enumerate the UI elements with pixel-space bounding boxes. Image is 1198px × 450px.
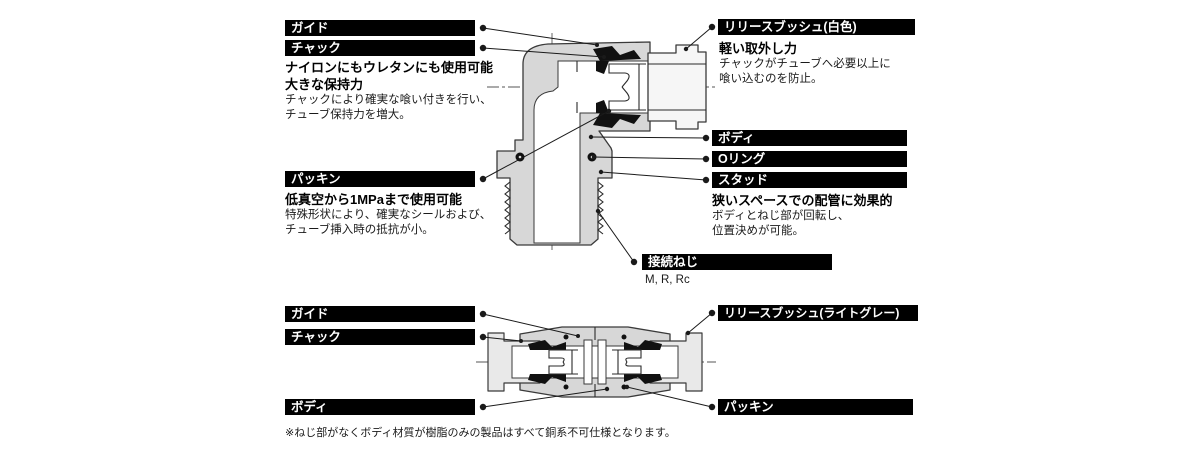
packing-seal-top bbox=[596, 61, 609, 74]
leader-oring bbox=[593, 156, 707, 160]
union-chuck-bottom-right bbox=[624, 374, 662, 384]
stud-note: 狭いスペースでの配管に効果的 ボディとねじ部が回転し、 位置決めが可能。 bbox=[712, 192, 892, 238]
leader-guide-top bbox=[482, 27, 598, 46]
leader-guide-bottom bbox=[482, 313, 579, 337]
leader-body-bottom bbox=[482, 388, 608, 408]
label-packing-top: パッキン bbox=[285, 171, 475, 187]
chuck-note-bold-2: 大きな保持力 bbox=[285, 77, 364, 92]
stud-note-line-1: ボディとねじ部が回転し、 bbox=[712, 210, 850, 222]
release-bush-note-line-1: チャックがチューブへ必要以上に bbox=[719, 58, 891, 70]
union-chuck-top-left bbox=[528, 340, 566, 350]
label-oring: Oリング bbox=[712, 151, 907, 167]
label-chuck-top: チャック bbox=[285, 40, 475, 56]
label-packing-bottom: パッキン bbox=[718, 399, 913, 415]
elbow-bore bbox=[533, 60, 651, 244]
leader-thread bbox=[597, 210, 635, 263]
union-seal-dot-2 bbox=[563, 384, 569, 390]
packing-note-bold: 低真空から1MPaまで使用可能 bbox=[285, 192, 462, 207]
union-chuck-top-right bbox=[624, 340, 662, 350]
leader-lines bbox=[479, 23, 716, 411]
stud-note-bold: 狭いスペースでの配管に効果的 bbox=[712, 193, 893, 208]
union-chuck-bottom-left bbox=[528, 374, 566, 384]
label-connection-thread: 接続ねじ bbox=[642, 254, 832, 270]
leader-stud bbox=[600, 171, 707, 181]
chuck-claw-bottom bbox=[608, 86, 646, 111]
tube-stop-right bbox=[597, 339, 607, 385]
leader-packing-top bbox=[482, 110, 610, 180]
union-claw-bottom-left bbox=[548, 361, 578, 375]
oring-hole-left bbox=[518, 155, 522, 159]
label-release-bush-white: リリースブッシュ(白色) bbox=[718, 19, 915, 35]
leader-chuck-bottom bbox=[482, 336, 522, 342]
leader-packing-bottom bbox=[626, 386, 713, 408]
chuck-note-line-1: チャックにより確実な喰い付きを行い、 bbox=[285, 94, 492, 106]
chuck-note-line-2: チューブ保持力を増大。 bbox=[285, 108, 411, 121]
label-stud: スタッド bbox=[712, 172, 907, 188]
union-seal-dot-1 bbox=[563, 334, 569, 340]
union-claw-bottom-right bbox=[612, 361, 642, 375]
label-guide-bottom: ガイド bbox=[285, 306, 475, 322]
release-bush-white-section bbox=[647, 44, 707, 130]
leader-release-bush-bottom bbox=[687, 312, 713, 334]
packing-note-line-2: チューブ挿入時の抵抗が小。 bbox=[285, 223, 434, 236]
tube-stop-left bbox=[583, 339, 593, 385]
packing-note: 低真空から1MPaまで使用可能 特殊形状により、確実なシールおよび、 チューブ挿… bbox=[285, 191, 491, 237]
thread-types: M, R, Rc bbox=[645, 274, 690, 286]
packing-seal-bottom bbox=[596, 100, 609, 113]
release-bush-bore-lines bbox=[648, 63, 706, 111]
release-bush-note: 軽い取外し力 チャックがチューブへ必要以上に 喰い込むのを防止。 bbox=[719, 40, 891, 86]
leader-chuck-top bbox=[482, 47, 605, 58]
union-claw-top-left bbox=[548, 349, 578, 363]
label-body-bottom: ボディ bbox=[285, 399, 475, 415]
packing-note-line-1: 特殊形状により、確実なシールおよび、 bbox=[285, 209, 492, 221]
footnote: ※ねじ部がなくボディ材質が樹脂のみの製品はすべて銅系不可仕様となります。 bbox=[285, 427, 676, 439]
stud-note-line-2: 位置決めが可能。 bbox=[712, 224, 804, 237]
label-chuck-bottom: チャック bbox=[285, 329, 475, 345]
chuck-note-bold-1: ナイロンにもウレタンにも使用可能 bbox=[285, 60, 494, 75]
release-bush-note-bold: 軽い取外し力 bbox=[719, 41, 798, 56]
label-guide-top: ガイド bbox=[285, 20, 475, 36]
thread-right-zigzag bbox=[597, 181, 604, 235]
label-body-top: ボディ bbox=[712, 130, 907, 146]
union-bore bbox=[511, 345, 679, 379]
leader-body-top bbox=[590, 136, 707, 139]
release-bush-note-line-2: 喰い込むのを防止。 bbox=[719, 72, 823, 85]
chuck-section-bottom bbox=[593, 113, 641, 128]
union-fitting-drawing bbox=[476, 326, 716, 398]
leader-release-bush-top bbox=[685, 26, 713, 50]
thread-left-zigzag bbox=[504, 181, 511, 235]
union-seal-dot-3 bbox=[621, 334, 627, 340]
chuck-note: ナイロンにもウレタンにも使用可能 大きな保持力 チャックにより確実な喰い付きを行… bbox=[285, 59, 493, 122]
elbow-fitting-drawing bbox=[487, 33, 716, 250]
label-release-bush-lightgray: リリースブッシュ(ライトグレー) bbox=[718, 305, 918, 321]
union-tube-end-lines bbox=[571, 350, 619, 374]
union-claw-top-right bbox=[612, 349, 642, 363]
chuck-claw-top bbox=[608, 63, 646, 88]
